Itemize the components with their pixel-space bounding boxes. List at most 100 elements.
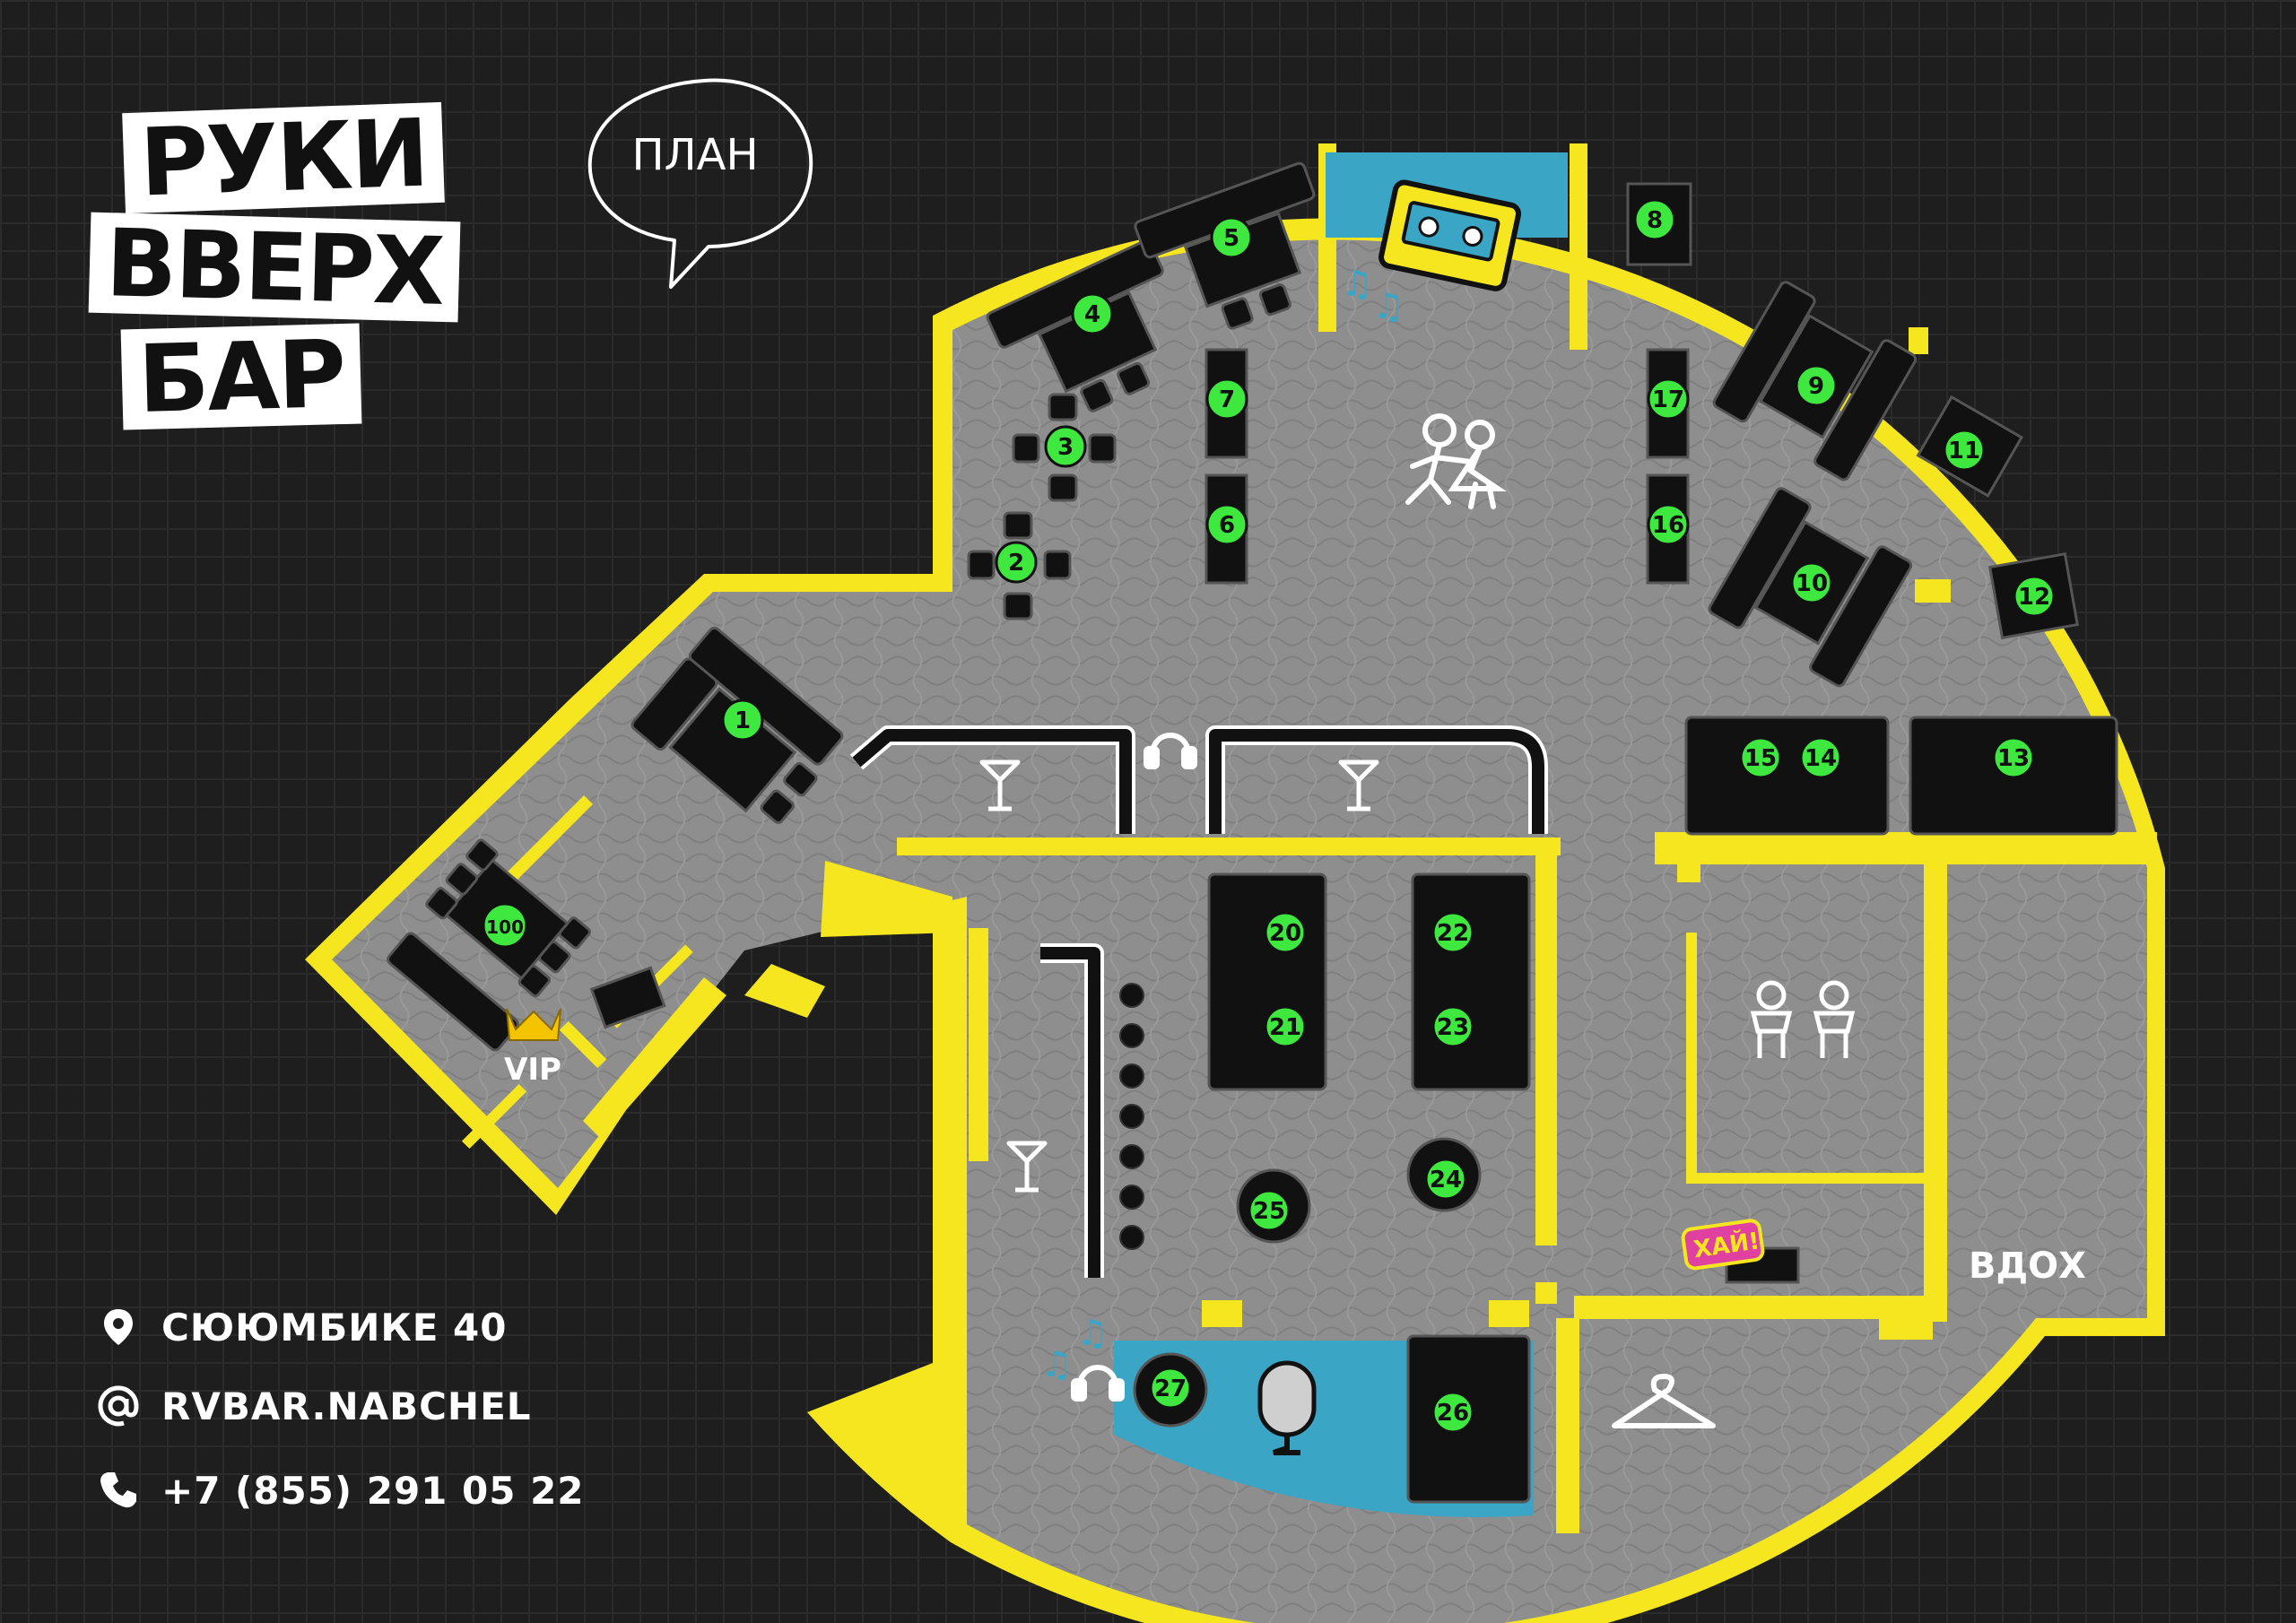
- table-badge-circle: [1739, 736, 1782, 779]
- table-25[interactable]: 25: [1248, 1189, 1291, 1232]
- at-sign-icon: [98, 1385, 139, 1427]
- table-badge-circle: [1149, 1367, 1192, 1410]
- table-13[interactable]: 13: [1992, 736, 2035, 779]
- bar-counters-core: [852, 729, 1544, 1278]
- table-badge-circle: [1424, 1158, 1467, 1201]
- table-12[interactable]: 12: [2013, 575, 2056, 618]
- location-pin-icon: [104, 1309, 133, 1345]
- cocktail-icon: [979, 759, 1379, 1193]
- table-number: 20: [1269, 920, 1301, 947]
- table-number: 3: [1057, 434, 1074, 461]
- table-20[interactable]: 20: [1264, 911, 1307, 954]
- table-number: 22: [1437, 920, 1469, 947]
- headphones-icon: [1071, 733, 1197, 1402]
- table-number: 13: [1997, 745, 2030, 772]
- table-badge-circle: [1205, 378, 1248, 421]
- cassette-icon: [1378, 179, 1522, 291]
- table-number: 21: [1269, 1014, 1301, 1041]
- table-1[interactable]: 1: [721, 699, 764, 742]
- entrance-label: ВДОХ: [1969, 1245, 2086, 1287]
- inner-walls: [461, 143, 2157, 1533]
- vip-label: VIP: [504, 1052, 561, 1088]
- table-badge-circle: [1044, 425, 1087, 468]
- table-badge-circle: [1790, 561, 1833, 604]
- table-14[interactable]: 14: [1799, 736, 1842, 779]
- table-number: 6: [1219, 512, 1235, 539]
- table-11[interactable]: 11: [1943, 429, 1986, 472]
- table-badge-circle: [1795, 364, 1838, 407]
- contact-phone[interactable]: +7 (855) 291 05 22: [97, 1463, 585, 1517]
- table-badge-circle: [1431, 911, 1474, 954]
- table-100[interactable]: 100: [482, 902, 528, 949]
- svg-text:♫: ♫: [1040, 1344, 1073, 1385]
- table-badge-circle: [1431, 1005, 1474, 1048]
- table-number: 24: [1430, 1167, 1462, 1193]
- table-17[interactable]: 17: [1647, 378, 1690, 421]
- table-number: 9: [1808, 373, 1824, 400]
- plan-title: ПЛАН: [631, 130, 759, 180]
- address-text: СЮЮМБИКЕ 40: [161, 1305, 508, 1350]
- table-number: 2: [1008, 550, 1024, 577]
- table-15[interactable]: 15: [1739, 736, 1782, 779]
- table-badge-circle: [1799, 736, 1842, 779]
- table-badge-circle: [1071, 292, 1114, 335]
- table-number: 4: [1084, 301, 1100, 328]
- table-27[interactable]: 27: [1149, 1367, 1192, 1410]
- table-16[interactable]: 16: [1647, 503, 1690, 546]
- table-badge-circle: [1264, 1005, 1307, 1048]
- table-badge-circle: [1647, 503, 1690, 546]
- restroom-icon: [1750, 980, 1856, 1058]
- table-number: 26: [1437, 1400, 1469, 1427]
- table-number: 11: [1948, 438, 1980, 464]
- table-22[interactable]: 22: [1431, 911, 1474, 954]
- microphone-icon: [1257, 1360, 1317, 1455]
- table-number: 10: [1796, 570, 1828, 597]
- table-4[interactable]: 4: [1071, 292, 1114, 335]
- table-23[interactable]: 23: [1431, 1005, 1474, 1048]
- table-badge-circle: [1943, 429, 1986, 472]
- table-3[interactable]: 3: [1044, 425, 1087, 468]
- svg-text:♫: ♫: [1372, 286, 1405, 327]
- table-number: 16: [1652, 512, 1684, 539]
- table-24[interactable]: 24: [1424, 1158, 1467, 1201]
- svg-text:♫: ♫: [1076, 1313, 1109, 1354]
- table-badge-circle: [1431, 1391, 1474, 1434]
- instagram-text[interactable]: RVBAR.NABCHEL: [161, 1384, 532, 1428]
- table-badge-circle: [995, 541, 1038, 584]
- table-badge-circle: [482, 902, 528, 949]
- bar-stools: [1119, 983, 1144, 1250]
- table-26[interactable]: 26: [1431, 1391, 1474, 1434]
- table-8[interactable]: 8: [1633, 198, 1676, 241]
- svg-text:♫: ♫: [1341, 264, 1373, 305]
- music-note-icon: ♫♫ ♫♫: [1040, 264, 1405, 1385]
- phone-icon: [100, 1472, 136, 1508]
- table-badge-circle: [2013, 575, 2056, 618]
- table-number: 1: [735, 707, 751, 734]
- dancers-icon: [1405, 413, 1507, 509]
- hanger-icon: [1612, 1374, 1716, 1428]
- phone-text[interactable]: +7 (855) 291 05 22: [161, 1468, 585, 1513]
- table-number: 8: [1647, 207, 1663, 234]
- table-5[interactable]: 5: [1210, 216, 1253, 259]
- table-number: 14: [1805, 745, 1837, 772]
- contact-address: СЮЮМБИКЕ 40: [97, 1300, 507, 1354]
- table-number: 7: [1219, 386, 1235, 413]
- crown-icon: [506, 1008, 561, 1041]
- table-number: 100: [486, 916, 524, 938]
- table-number: 17: [1652, 386, 1684, 413]
- hai-sign: ХАЙ!: [1681, 1219, 1765, 1271]
- table-badge-circle: [1205, 503, 1248, 546]
- table-9[interactable]: 9: [1795, 364, 1838, 407]
- table-badge-circle: [1210, 216, 1253, 259]
- table-6[interactable]: 6: [1205, 503, 1248, 546]
- table-21[interactable]: 21: [1264, 1005, 1307, 1048]
- table-7[interactable]: 7: [1205, 378, 1248, 421]
- table-number: 25: [1253, 1198, 1285, 1225]
- table-10[interactable]: 10: [1790, 561, 1833, 604]
- table-badge-circle: [1992, 736, 2035, 779]
- contact-instagram[interactable]: RVBAR.NABCHEL: [97, 1379, 532, 1433]
- table-number: 12: [2018, 584, 2050, 611]
- table-2[interactable]: 2: [995, 541, 1038, 584]
